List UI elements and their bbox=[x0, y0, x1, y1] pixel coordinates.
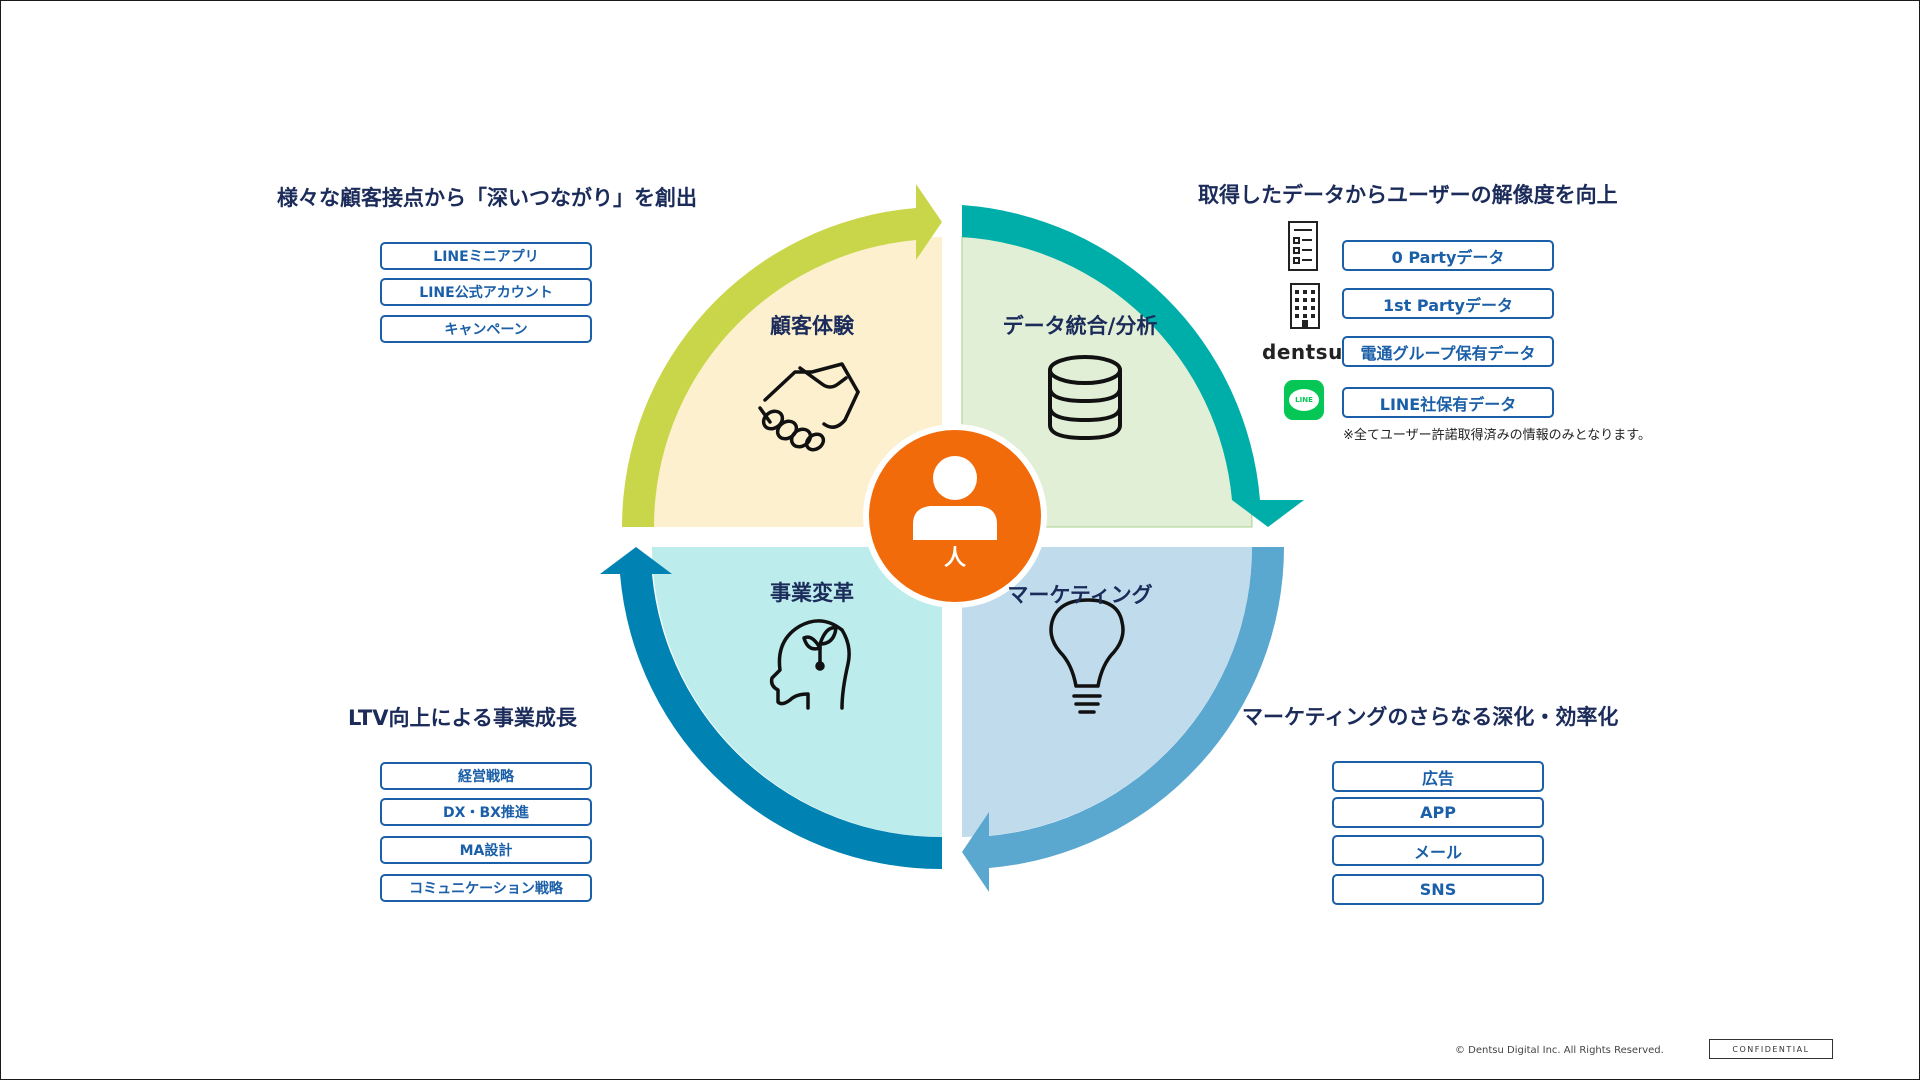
top-left-heading: 様々な顧客接点から「深いつながり」を創出 bbox=[277, 186, 697, 210]
quadrant-label-marketing: マーケティング bbox=[1007, 583, 1153, 607]
dentsu-logo: dentsu bbox=[1262, 340, 1343, 364]
bottom-right-heading: マーケティングのさらなる深化・効率化 bbox=[1242, 705, 1619, 729]
arrow-ring-business-transformation bbox=[600, 547, 942, 870]
touchpoint-pill-campaign: キャンペーン bbox=[380, 315, 592, 343]
lightbulb-icon bbox=[1049, 598, 1125, 714]
touchpoint-pill-line-official-account: LINE公式アカウント bbox=[380, 278, 592, 306]
touchpoint-pill-line-mini-app: LINEミニアプリ bbox=[380, 242, 592, 270]
arrow-ring-customer-experience bbox=[622, 184, 942, 527]
footer-copyright: © Dentsu Digital Inc. All Rights Reserve… bbox=[1455, 1045, 1664, 1056]
person-icon bbox=[913, 456, 997, 540]
quadrant-fill-business-transformation bbox=[652, 547, 942, 837]
bottom-left-heading: LTV向上による事業成長 bbox=[348, 706, 577, 730]
data-pill-zero-party: 0 Partyデータ bbox=[1342, 240, 1554, 271]
line-logo-icon: LINE bbox=[1284, 380, 1324, 420]
marketing-pill-mail: メール bbox=[1332, 835, 1544, 866]
growth-pill-ma-design: MA設計 bbox=[380, 836, 592, 864]
growth-pill-management-strategy: 経営戦略 bbox=[380, 762, 592, 790]
line-logo-text: LINE bbox=[1289, 389, 1319, 411]
quadrant-fill-customer-experience bbox=[652, 237, 942, 527]
data-pill-dentsu-group: 電通グループ保有データ bbox=[1342, 336, 1554, 367]
building-icon bbox=[1290, 283, 1320, 329]
growth-pill-communication-strategy: コミュニケーション戦略 bbox=[380, 874, 592, 902]
consent-note: ※全てユーザー許諾取得済みの情報のみとなります。 bbox=[1343, 428, 1651, 443]
quadrant-label-business-transformation: 事業変革 bbox=[770, 581, 854, 605]
database-icon bbox=[1048, 355, 1122, 441]
growth-pill-dx-bx: DX・BX推進 bbox=[380, 798, 592, 826]
data-pill-line-corp: LINE社保有データ bbox=[1342, 387, 1554, 418]
quadrant-fill-marketing bbox=[962, 547, 1252, 837]
arrow-ring-marketing bbox=[962, 547, 1284, 892]
marketing-pill-sns: SNS bbox=[1332, 874, 1544, 905]
head-sprout-icon bbox=[769, 619, 851, 710]
top-right-heading: 取得したデータからユーザーの解像度を向上 bbox=[1198, 183, 1618, 207]
marketing-pill-app: APP bbox=[1332, 797, 1544, 828]
quadrant-label-data-integration: データ統合/分析 bbox=[1002, 314, 1158, 338]
center-label: 人 bbox=[943, 546, 967, 571]
handshake-icon bbox=[758, 362, 860, 452]
quadrant-label-customer-experience: 顧客体験 bbox=[770, 314, 854, 338]
arrow-ring-data-integration bbox=[962, 205, 1304, 527]
marketing-pill-ads: 広告 bbox=[1332, 761, 1544, 792]
document-list-icon bbox=[1288, 221, 1318, 271]
data-pill-first-party: 1st Partyデータ bbox=[1342, 288, 1554, 319]
confidential-badge: CONFIDENTIAL bbox=[1709, 1039, 1833, 1059]
